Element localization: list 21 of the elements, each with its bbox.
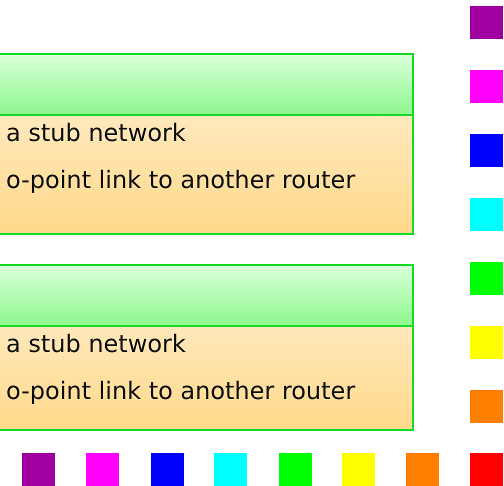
color-square xyxy=(470,453,503,486)
color-square xyxy=(406,453,439,486)
color-square xyxy=(470,390,503,423)
color-square xyxy=(151,453,184,486)
color-square xyxy=(470,198,503,231)
color-square xyxy=(470,262,503,295)
row-text: o-point link to another router xyxy=(6,377,356,405)
color-square xyxy=(342,453,375,486)
color-square xyxy=(279,453,312,486)
table-card xyxy=(0,264,414,431)
color-square xyxy=(470,70,503,103)
color-square xyxy=(22,453,55,486)
table-card xyxy=(0,53,414,235)
color-square xyxy=(470,134,503,167)
row-text: o-point link to another router xyxy=(6,166,356,194)
color-square xyxy=(470,326,503,359)
color-square xyxy=(214,453,247,486)
color-square xyxy=(470,6,503,39)
row-text: a stub network xyxy=(6,330,186,358)
color-square xyxy=(86,453,119,486)
row-text: a stub network xyxy=(6,119,186,147)
